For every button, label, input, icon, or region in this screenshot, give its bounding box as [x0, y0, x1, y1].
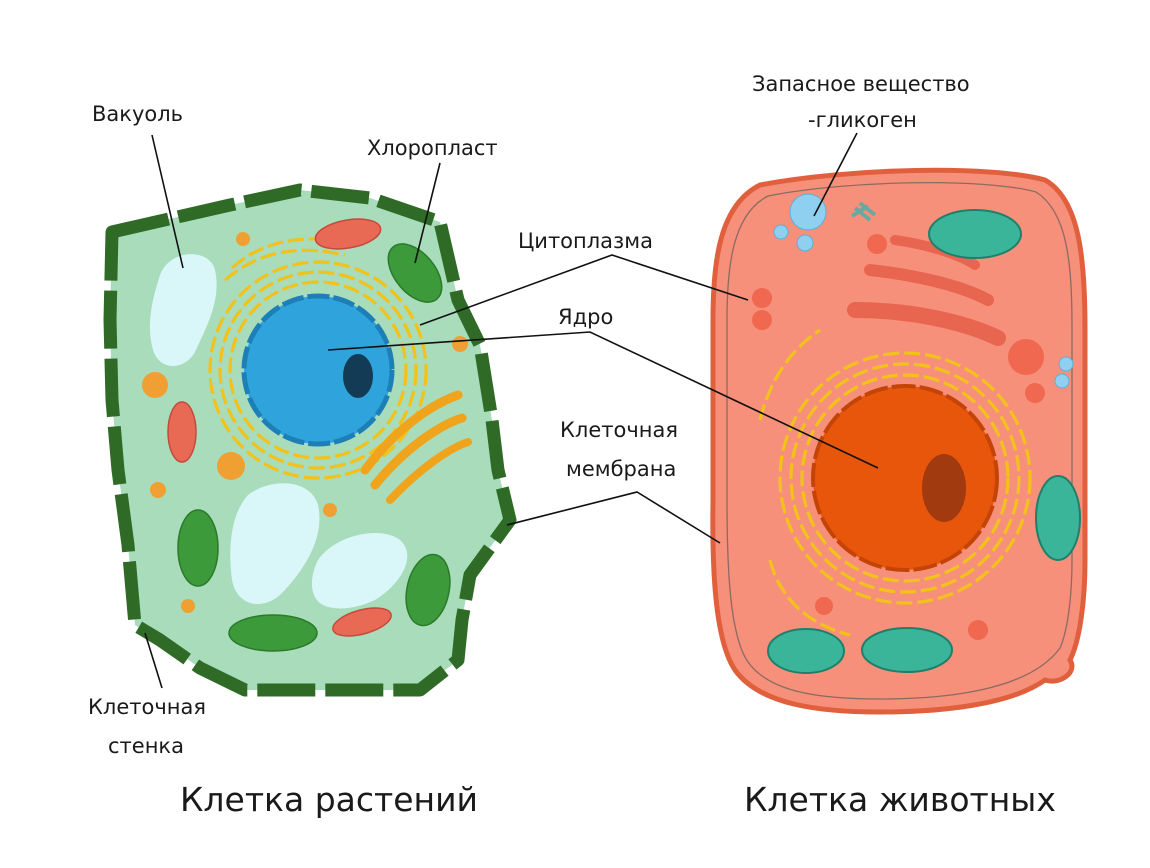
- pointer-glycogen: [813, 132, 858, 217]
- chloroplast: [177, 509, 219, 587]
- mitochondrion: [861, 627, 953, 673]
- mitochondrion: [928, 209, 1022, 259]
- mitochondrion: [1035, 475, 1081, 561]
- label-chloroplast: Хлоропласт: [367, 136, 498, 160]
- plant-small-organelles: [142, 232, 468, 613]
- labels: Вакуоль Хлоропласт Цитоплазма Ядро Клето…: [88, 72, 970, 758]
- plant-nucleus: [241, 293, 395, 447]
- captions: Клетка растений Клетка животных: [180, 780, 1056, 819]
- label-cytoplasm: Цитоплазма: [518, 229, 653, 253]
- animal-nucleus: [811, 384, 999, 572]
- animal-nucleolus: [922, 454, 966, 522]
- mitochondrion: [167, 401, 197, 463]
- label-wall-line2: стенка: [108, 734, 184, 758]
- plant-chloroplasts: [177, 243, 451, 652]
- label-membrane-line1: Клеточная: [560, 418, 678, 442]
- pointer-chloroplast: [414, 162, 441, 264]
- animal-endoplasmic-reticulum: [758, 328, 1032, 637]
- chloroplast: [405, 553, 451, 627]
- chloroplast: [228, 614, 318, 652]
- animal-mitochondria: [767, 209, 1081, 674]
- label-nucleus: Ядро: [558, 305, 613, 329]
- mitochondrion: [767, 628, 845, 674]
- plant-golgi: [360, 390, 472, 504]
- vacuole-top: [149, 254, 217, 366]
- label-glycogen-line2: -гликоген: [808, 108, 917, 132]
- label-membrane-line2: мембрана: [566, 457, 676, 481]
- caption-plant-cell: Клетка растений: [180, 780, 478, 819]
- vacuole-middle: [230, 483, 320, 605]
- pointer-nucleus: [327, 331, 879, 469]
- vacuole-right: [311, 532, 408, 609]
- label-wall-line1: Клеточная: [88, 695, 206, 719]
- pointer-vacuole: [151, 134, 184, 269]
- centriole-icon: [850, 201, 877, 222]
- glycogen-granules: [773, 193, 1074, 389]
- plant-cell-wall: [103, 183, 517, 697]
- mitochondrion: [314, 218, 382, 250]
- mitochondrion: [332, 607, 392, 637]
- plant-mitochondria: [167, 218, 392, 637]
- plant-nucleolus: [343, 354, 373, 398]
- plant-cell: [103, 183, 517, 697]
- pointer-lines: [144, 132, 879, 689]
- label-glycogen-line1: Запасное вещество: [752, 72, 970, 96]
- pointer-wall: [144, 632, 163, 689]
- animal-vesicles: [752, 234, 1045, 640]
- caption-animal-cell: Клетка животных: [744, 780, 1056, 819]
- pointer-membrane: [506, 491, 721, 544]
- label-vacuole: Вакуоль: [92, 102, 183, 126]
- pointer-cytoplasm: [419, 254, 749, 326]
- animal-cell: [710, 167, 1088, 715]
- chloroplast: [387, 243, 443, 303]
- animal-inner-membrane: [726, 182, 1073, 700]
